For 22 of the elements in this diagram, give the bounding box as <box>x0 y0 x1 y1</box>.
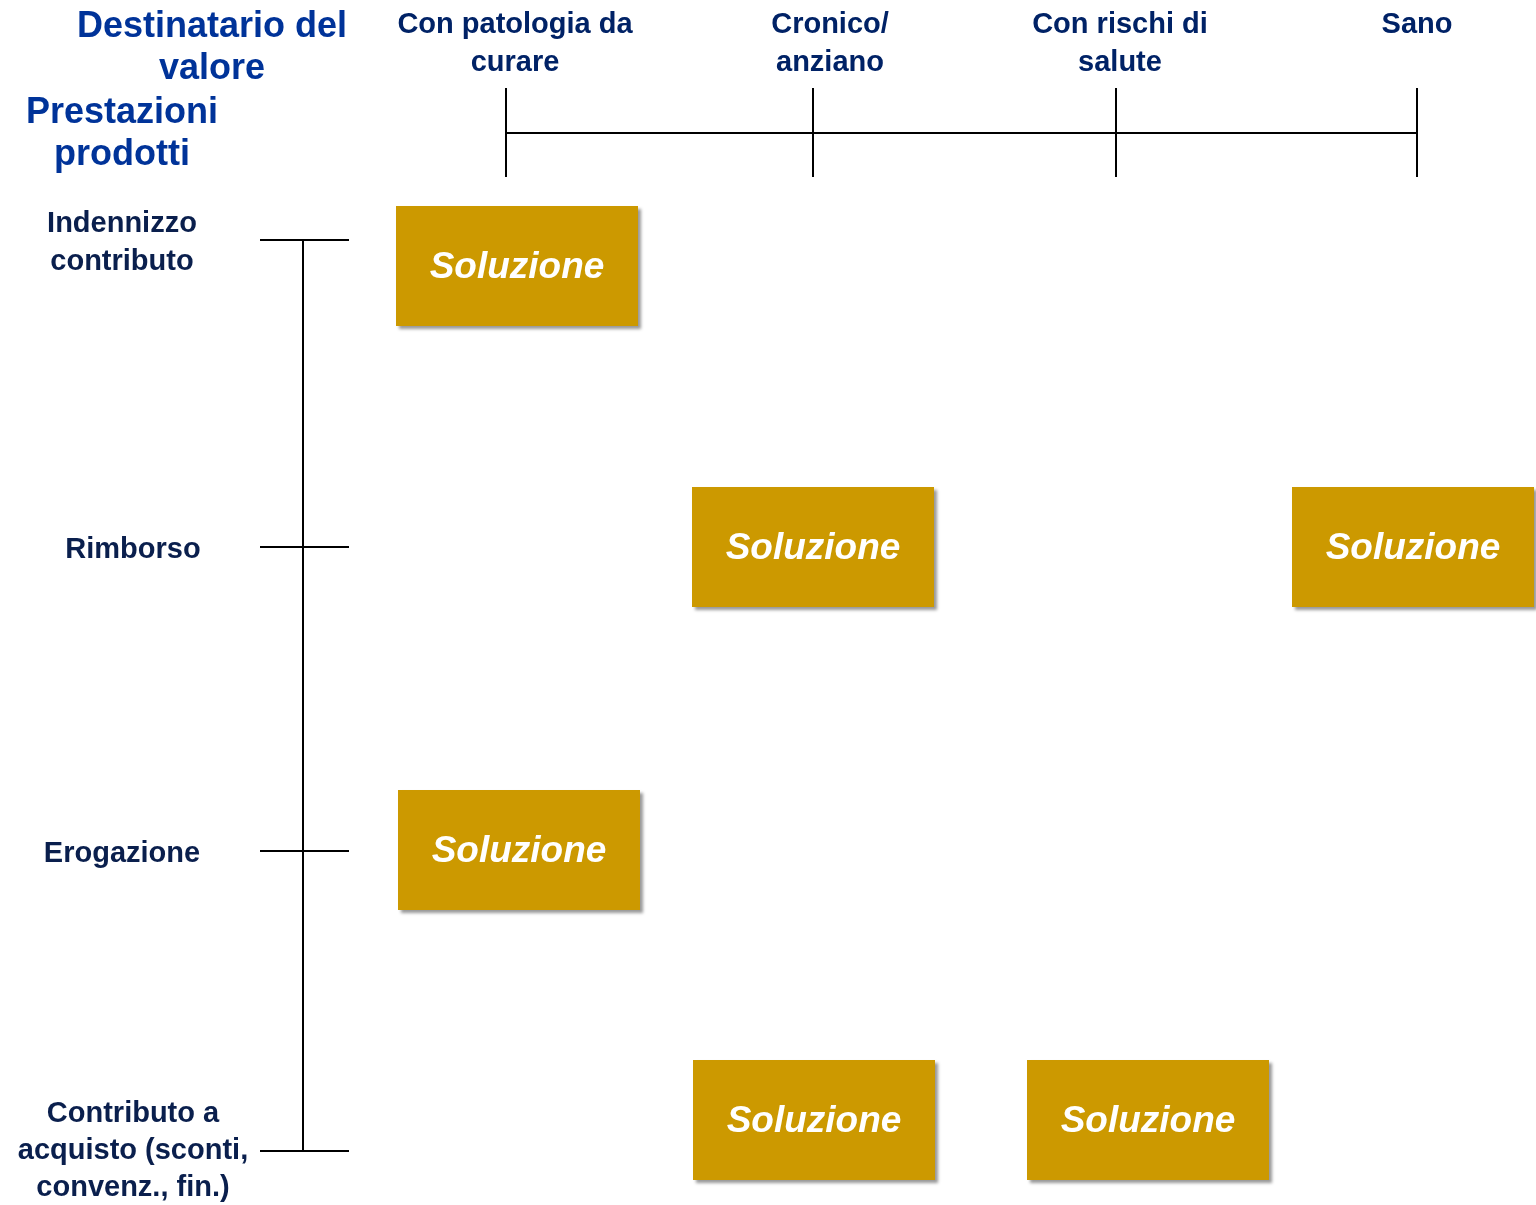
solution-box <box>1027 1060 1269 1180</box>
row-label: Indennizzo contributo <box>46 205 198 278</box>
axis-title: Destinatario del valore <box>75 4 349 88</box>
box-text: Soluzione <box>431 829 607 871</box>
solution-box <box>693 1060 935 1180</box>
solution-box <box>1292 487 1534 607</box>
axis-title: Prestazioni prodotti <box>24 90 220 174</box>
row-label: Erogazione <box>42 835 202 870</box>
column-header: Cronico/ anziano <box>770 6 890 79</box>
box-text: Soluzione <box>726 1099 902 1141</box>
box-text: Soluzione <box>725 526 901 568</box>
row-label: Contributo a acquisto (sconti, convenz., fin.) <box>16 1095 250 1204</box>
solution-box <box>398 790 640 910</box>
solution-box <box>692 487 934 607</box>
box-text: Soluzione <box>1325 526 1501 568</box>
box-text: Soluzione <box>1060 1099 1236 1141</box>
column-header: Con patologia da curare <box>396 6 634 79</box>
box-text: Soluzione <box>429 245 605 287</box>
solution-box <box>396 206 638 326</box>
row-label: Rimborso <box>64 531 202 566</box>
column-header: Con rischi di salute <box>1031 6 1209 79</box>
column-header: Sano <box>1380 6 1454 41</box>
